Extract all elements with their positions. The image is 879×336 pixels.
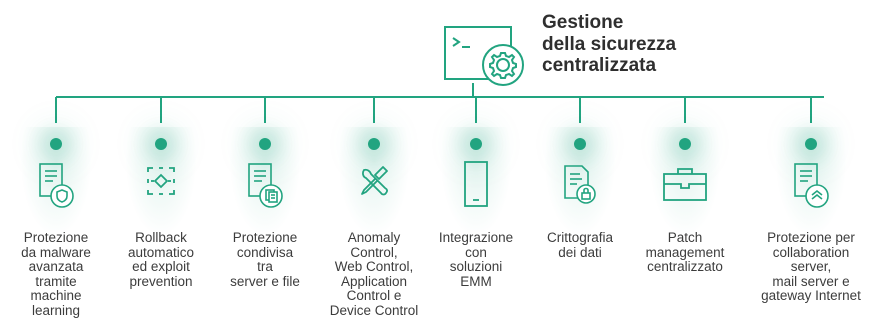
rollback-focus-icon bbox=[147, 167, 175, 195]
feature-label-line: gateway Internet bbox=[761, 288, 861, 304]
feature-label-line: EMM bbox=[460, 273, 492, 289]
branch-line bbox=[810, 97, 812, 123]
feature-label-line: condivisa bbox=[236, 244, 294, 260]
feature-label-line: da malware bbox=[21, 244, 91, 260]
feature-label-line: mail server e bbox=[772, 273, 850, 289]
document-shared-icon bbox=[248, 163, 283, 208]
feature-label-line: Protezione bbox=[23, 230, 89, 245]
branch-line bbox=[55, 97, 57, 123]
branch-dot bbox=[574, 138, 586, 150]
feature-label: Patch management centralizzato bbox=[629, 230, 741, 275]
branch-dot bbox=[259, 138, 271, 150]
feature-label: Anomaly Control, Web Control, Applicatio… bbox=[318, 230, 430, 319]
feature-label-line: Patch bbox=[667, 230, 703, 245]
branch-dot bbox=[50, 138, 62, 150]
feature-label-line: management bbox=[645, 244, 725, 260]
feature-label-line: collaboration bbox=[772, 244, 850, 260]
feature-label-line: soluzioni bbox=[449, 259, 503, 275]
tools-icon bbox=[361, 166, 388, 196]
feature-label-line: con bbox=[465, 244, 487, 260]
branch-dot bbox=[679, 138, 691, 150]
feature-label-line: automatico bbox=[127, 244, 195, 260]
feature-label-line: Web Control, bbox=[334, 259, 414, 275]
feature-label: Protezione per collaboration server, mai… bbox=[745, 230, 877, 304]
feature-label-line: prevention bbox=[129, 273, 193, 289]
feature-label-line: Application bbox=[340, 273, 408, 289]
branch-dot bbox=[155, 138, 167, 150]
terminal-gear-icon bbox=[444, 26, 524, 86]
feature-label-line: Rollback bbox=[135, 230, 187, 245]
feature-label-line: tra bbox=[257, 259, 273, 275]
document-shield-icon bbox=[39, 163, 74, 208]
branch-line bbox=[264, 97, 266, 123]
branch-dot bbox=[368, 138, 380, 150]
hub-title-line: Gestione bbox=[542, 12, 624, 33]
feature-label-line: dei dati bbox=[558, 244, 602, 260]
horizontal-rail bbox=[56, 96, 824, 98]
feature-label-line: Control, bbox=[350, 244, 398, 260]
feature-label-line: Protezione per bbox=[767, 230, 855, 245]
feature-label: Protezione da malware avanzata tramite m… bbox=[0, 230, 112, 319]
feature-label: Rollback automatico ed exploit preventio… bbox=[105, 230, 217, 289]
feature-label: Crittografia dei dati bbox=[524, 230, 636, 260]
feature-label-line: learning bbox=[31, 302, 81, 318]
server-layers-icon bbox=[794, 163, 829, 208]
branch-line bbox=[160, 97, 162, 123]
hub-title: Gestione della sicurezza centralizzata bbox=[542, 12, 676, 77]
feature-label-line: ed exploit bbox=[132, 259, 190, 275]
feature-label-line: Control e bbox=[346, 288, 402, 304]
feature-label-line: tramite bbox=[35, 273, 77, 289]
hub-title-line: della sicurezza bbox=[542, 33, 677, 55]
feature-label-line: Integrazione bbox=[438, 230, 514, 245]
branch-line bbox=[684, 97, 686, 123]
mobile-device-icon bbox=[464, 161, 488, 207]
feature-label: Protezione condivisa tra server e file bbox=[209, 230, 321, 289]
briefcase-icon bbox=[663, 168, 707, 201]
feature-label-line: centralizzato bbox=[647, 259, 723, 275]
branch-dot bbox=[470, 138, 482, 150]
hub-connector bbox=[472, 83, 474, 97]
branch-line bbox=[475, 97, 477, 123]
feature-label-line: avanzata bbox=[28, 259, 84, 275]
hub-title-line: centralizzata bbox=[542, 55, 657, 76]
feature-label-line: Protezione bbox=[232, 230, 298, 245]
branch-line bbox=[373, 97, 375, 123]
feature-label-line: machine bbox=[30, 288, 82, 304]
branch-dot bbox=[805, 138, 817, 150]
feature-label-line: Crittografia bbox=[546, 230, 614, 245]
feature-label: Integrazione con soluzioni EMM bbox=[420, 230, 532, 289]
branch-line bbox=[579, 97, 581, 123]
feature-label-line: server e file bbox=[230, 273, 300, 289]
hub-icon-container bbox=[443, 25, 532, 89]
feature-label-line: Anomaly bbox=[347, 230, 401, 245]
feature-label-line: Device Control bbox=[329, 302, 419, 318]
document-lock-icon bbox=[564, 165, 596, 204]
feature-label-line: server, bbox=[790, 259, 832, 275]
